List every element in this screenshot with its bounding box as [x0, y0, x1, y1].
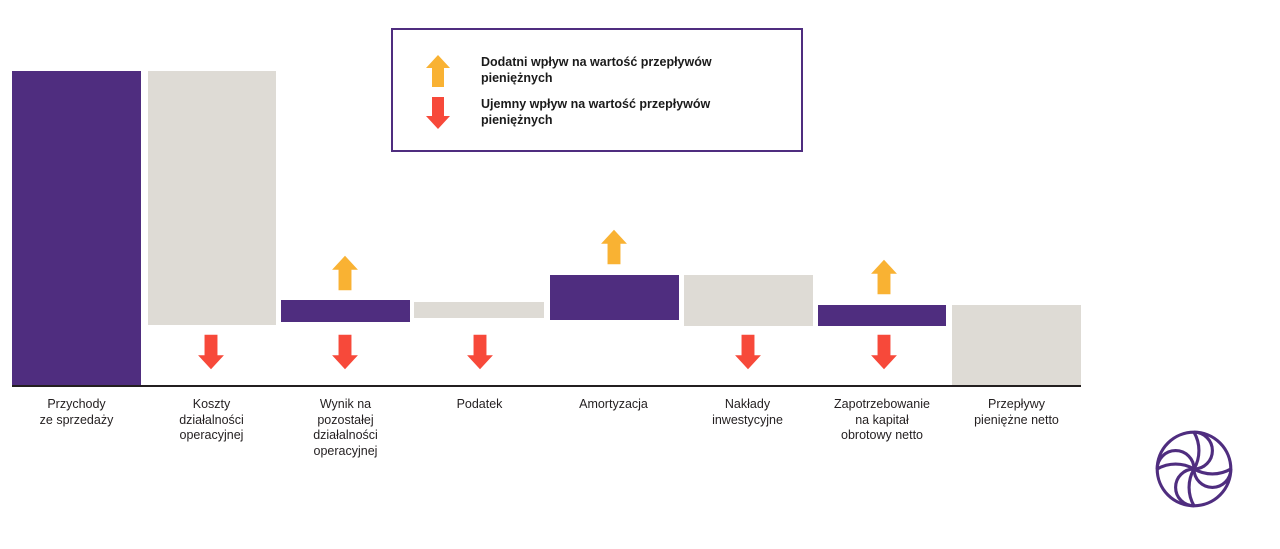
- arrow-down-icon: [734, 333, 762, 371]
- arrow-up-icon: [600, 228, 628, 266]
- bar-4: [550, 275, 679, 320]
- arrow-down-icon: [197, 333, 225, 371]
- category-label-2: Wynik na pozostałej działalności operacy…: [313, 397, 378, 458]
- legend-item-negative: Ujemny wpływ na wartość przepływów pieni…: [425, 96, 710, 130]
- category-label-1: Koszty działalności operacyjnej: [179, 397, 244, 442]
- arrow-down-icon: [466, 333, 494, 371]
- category-label-4: Amortyzacja: [579, 397, 648, 411]
- bar-5: [684, 275, 813, 326]
- pinwheel-swirl-logo: [1148, 423, 1240, 515]
- bar-6: [818, 305, 946, 326]
- arrow-down-icon: [425, 96, 451, 130]
- category-label-0: Przychody ze sprzedaży: [39, 397, 114, 427]
- bar-3: [414, 302, 544, 318]
- arrow-up-icon: [331, 254, 359, 292]
- category-label-6: Zapotrzebowanie na kapitał obrotowy nett…: [834, 397, 930, 442]
- legend-label-negative: Ujemny wpływ na wartość przepływów pieni…: [481, 97, 711, 127]
- arrow-down-icon: [331, 333, 359, 371]
- bar-1: [148, 71, 276, 325]
- category-label-3: Podatek: [456, 397, 503, 411]
- legend: Dodatni wpływ na wartość przepływów pien…: [391, 28, 803, 152]
- category-label-7: Przepływy pieniężne netto: [974, 397, 1059, 427]
- arrow-up-icon: [425, 54, 451, 88]
- arrow-up-icon: [870, 258, 898, 296]
- bar-0: [12, 71, 141, 385]
- axis-baseline: [12, 385, 1081, 387]
- arrow-down-icon: [870, 333, 898, 371]
- legend-item-positive: Dodatni wpływ na wartość przepływów pien…: [425, 54, 712, 88]
- legend-label-positive: Dodatni wpływ na wartość przepływów pien…: [481, 55, 712, 85]
- bar-7: [952, 305, 1081, 385]
- bar-2: [281, 300, 410, 322]
- category-label-5: Nakłady inwestycyjne: [712, 397, 783, 427]
